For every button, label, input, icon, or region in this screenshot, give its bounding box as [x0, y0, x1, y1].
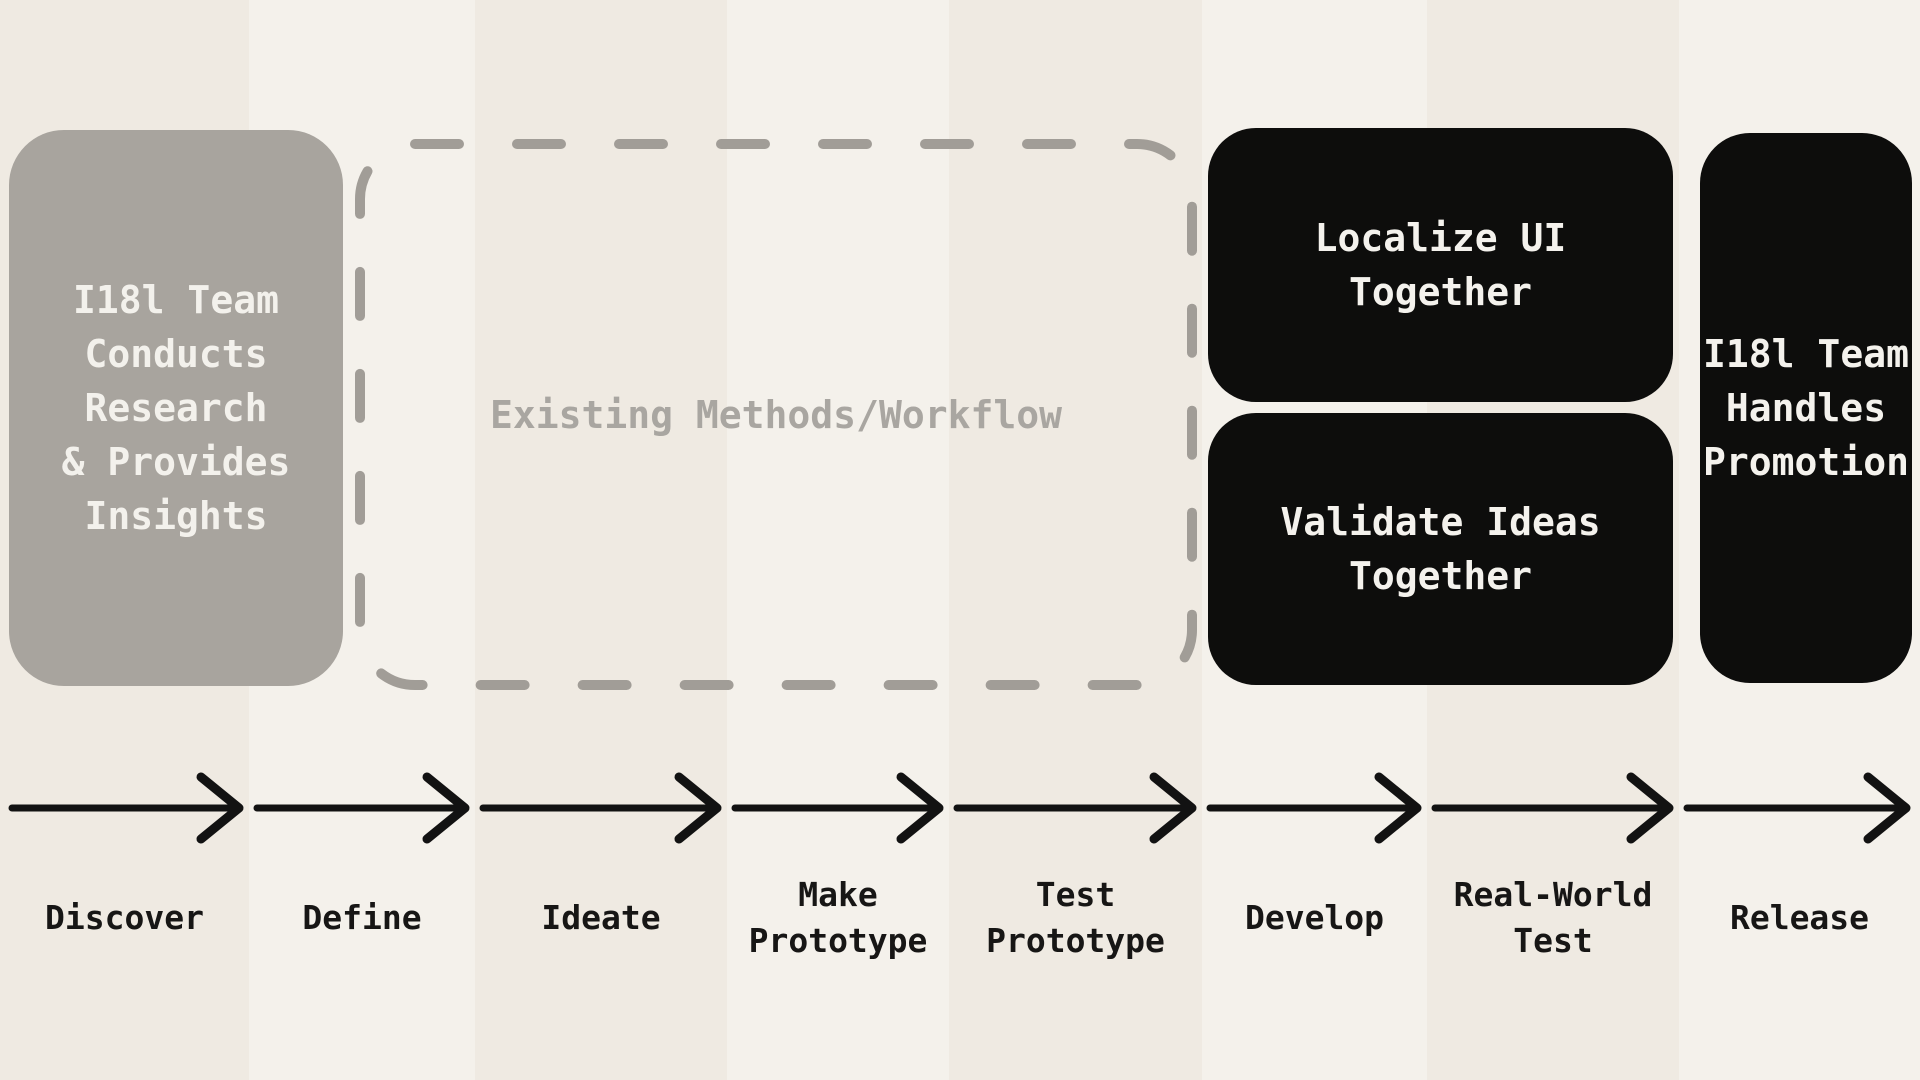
flow-arrowhead-icon-real-world-test — [1626, 772, 1674, 844]
promotion-box: I18l Team Handles Promotion — [1700, 133, 1912, 683]
flow-arrows-svg — [8, 772, 1911, 844]
stage-label-real-world-test: Real-World Test — [1453, 875, 1653, 960]
localize-ui-box: Localize UI Together — [1208, 128, 1673, 402]
existing-methods-label: Existing Methods/Workflow — [490, 392, 1062, 437]
stage-label-define: Define — [302, 898, 422, 937]
flow-arrowhead-icon-make-prototype — [896, 772, 944, 844]
flow-arrowhead-icon-develop — [1374, 772, 1422, 844]
existing-methods-dashed-outline — [355, 139, 1197, 690]
bg-stripe-test-prototype — [949, 0, 1202, 1080]
stage-label-discover: Discover — [45, 898, 204, 937]
flow-arrowhead-icon-discover — [196, 772, 244, 844]
flow-arrowhead-icon-ideate — [674, 772, 722, 844]
validate-ideas-box: Validate Ideas Together — [1208, 413, 1673, 685]
research-insights-box: I18l Team Conducts Research & Provides I… — [9, 130, 343, 686]
stage-label-ideate: Ideate — [541, 898, 661, 937]
bg-stripe-make-prototype — [727, 0, 949, 1080]
stage-label-release: Release — [1729, 898, 1870, 937]
bg-stripe-ideate — [475, 0, 727, 1080]
stage-label-test-prototype: Test Prototype — [986, 875, 1165, 960]
flow-arrowhead-icon-release — [1863, 772, 1911, 844]
stage-label-develop: Develop — [1244, 898, 1385, 937]
stage-label-make-prototype: Make Prototype — [748, 875, 928, 960]
flow-arrowhead-icon-test-prototype — [1149, 772, 1197, 844]
flow-arrowhead-icon-define — [422, 772, 470, 844]
